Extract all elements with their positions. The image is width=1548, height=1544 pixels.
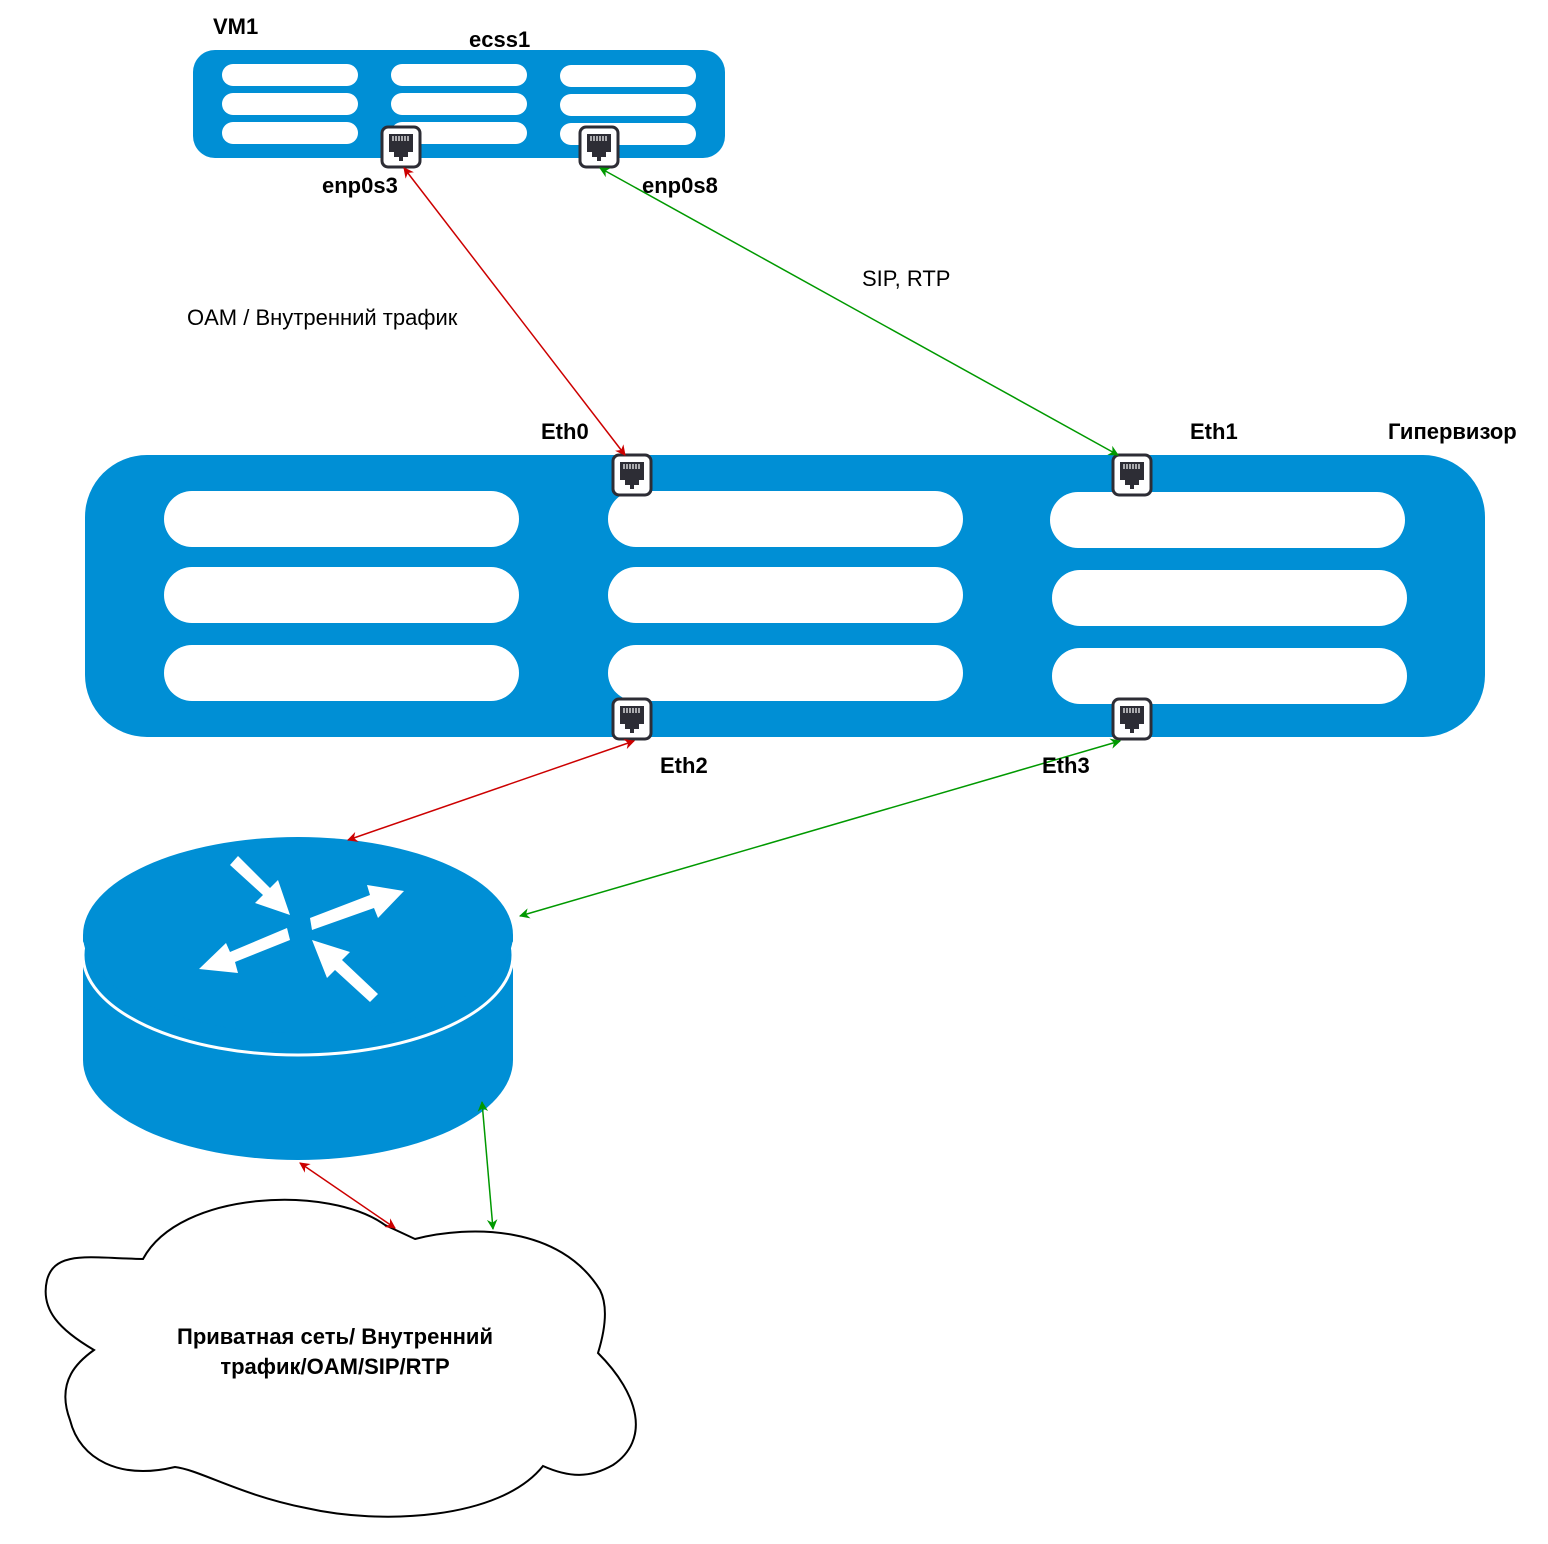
hypervisor-slots xyxy=(164,491,1407,704)
link-router-cloud-sip xyxy=(477,1100,498,1231)
ethernet-port-icon xyxy=(611,453,653,497)
port-label-eth2: Eth2 xyxy=(660,753,708,778)
ethernet-port-icon xyxy=(611,697,653,741)
link-enp0s8-eth1 xyxy=(599,167,1119,456)
port-label-enp0s8: enp0s8 xyxy=(642,173,718,198)
cloud-label-line2: трафик/OAM/SIP/RTP xyxy=(220,1354,450,1379)
hypervisor-server[interactable] xyxy=(85,453,1485,741)
port-label-eth0: Eth0 xyxy=(541,419,589,444)
vm-name: ecss1 xyxy=(469,27,531,52)
link-router-cloud-oam xyxy=(299,1162,396,1229)
cloud-label: Приватная сеть/ Внутренний трафик/OAM/SI… xyxy=(120,1322,550,1382)
ethernet-port-icon xyxy=(1111,697,1153,741)
port-label-eth1: Eth1 xyxy=(1190,419,1238,444)
cloud-label-line1: Приватная сеть/ Внутренний xyxy=(177,1324,493,1349)
vm-server[interactable] xyxy=(193,50,725,169)
ethernet-port-icon xyxy=(578,125,620,169)
ethernet-port-icon xyxy=(1111,453,1153,497)
port-label-eth3: Eth3 xyxy=(1042,753,1090,778)
vm-title: VM1 xyxy=(213,14,259,39)
port-label-enp0s3: enp0s3 xyxy=(322,173,398,198)
link-eth3-router xyxy=(518,738,1122,919)
link-enp0s3-eth0 xyxy=(403,167,626,456)
ethernet-port-icon xyxy=(380,125,422,169)
link-eth2-router xyxy=(347,739,635,842)
sip-link-label: SIP, RTP xyxy=(862,266,951,291)
oam-link-label: OAM / Внутренний трафик xyxy=(187,305,458,330)
hypervisor-title: Гипервизор xyxy=(1388,419,1517,444)
private-network-cloud xyxy=(44,1198,637,1518)
router-icon[interactable] xyxy=(81,837,515,1160)
vm-slots xyxy=(222,64,696,145)
